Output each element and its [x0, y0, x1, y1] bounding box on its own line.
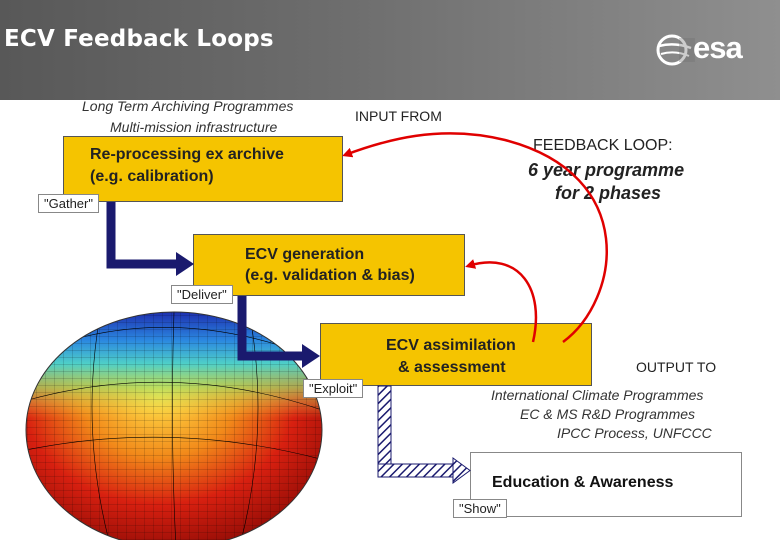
generation-line2: (e.g. validation & bias) — [245, 267, 415, 284]
education-label: Education & Awareness — [492, 474, 674, 491]
input-source-line2: Multi-mission infrastructure — [110, 119, 278, 135]
page-title: ECV Feedback Loops — [4, 26, 274, 52]
output-to-label: OUTPUT TO — [636, 359, 717, 375]
generation-line1: ECV generation — [245, 246, 365, 263]
header-bar: ECV Feedback Loops esa — [0, 0, 780, 100]
assimilation-box — [320, 323, 592, 386]
generation-box — [193, 234, 465, 296]
arrow-exploit-to-show — [377, 385, 471, 484]
feedback-programme-line1: 6 year programme — [528, 160, 685, 180]
output-line3: IPCC Process, UNFCCC — [557, 425, 712, 441]
show-tag: "Show" — [453, 499, 507, 518]
output-line1: International Climate Programmes — [491, 387, 704, 403]
feedback-loop-label: FEEDBACK LOOP: — [533, 137, 673, 154]
feedback-programme-line2: for 2 phases — [555, 183, 662, 203]
feedback-arrow-to-generation — [465, 259, 538, 343]
exploit-tag: "Exploit" — [303, 379, 364, 398]
assimilation-line2: & assessment — [398, 359, 506, 376]
reprocessing-box — [63, 136, 343, 202]
arrow-gather-to-deliver — [106, 202, 194, 276]
reprocessing-line2: (e.g. calibration) — [90, 168, 214, 185]
deliver-tag: "Deliver" — [171, 285, 233, 304]
esa-logo: esa — [655, 30, 765, 68]
gather-tag: "Gather" — [38, 194, 99, 213]
arrow-deliver-to-exploit — [237, 296, 320, 368]
output-line2: EC & MS R&D Programmes — [520, 406, 696, 422]
esa-logo-text: esa — [693, 30, 743, 65]
input-from-label: INPUT FROM — [355, 108, 442, 124]
feedback-arrow-to-reprocessing — [342, 132, 608, 344]
esa-logo-icon — [656, 34, 695, 66]
input-source-line1: Long Term Archiving Programmes — [82, 98, 294, 114]
assimilation-line1: ECV assimilation — [386, 337, 516, 354]
education-box — [470, 452, 742, 517]
reprocessing-line1: Re-processing ex archive — [90, 146, 284, 163]
